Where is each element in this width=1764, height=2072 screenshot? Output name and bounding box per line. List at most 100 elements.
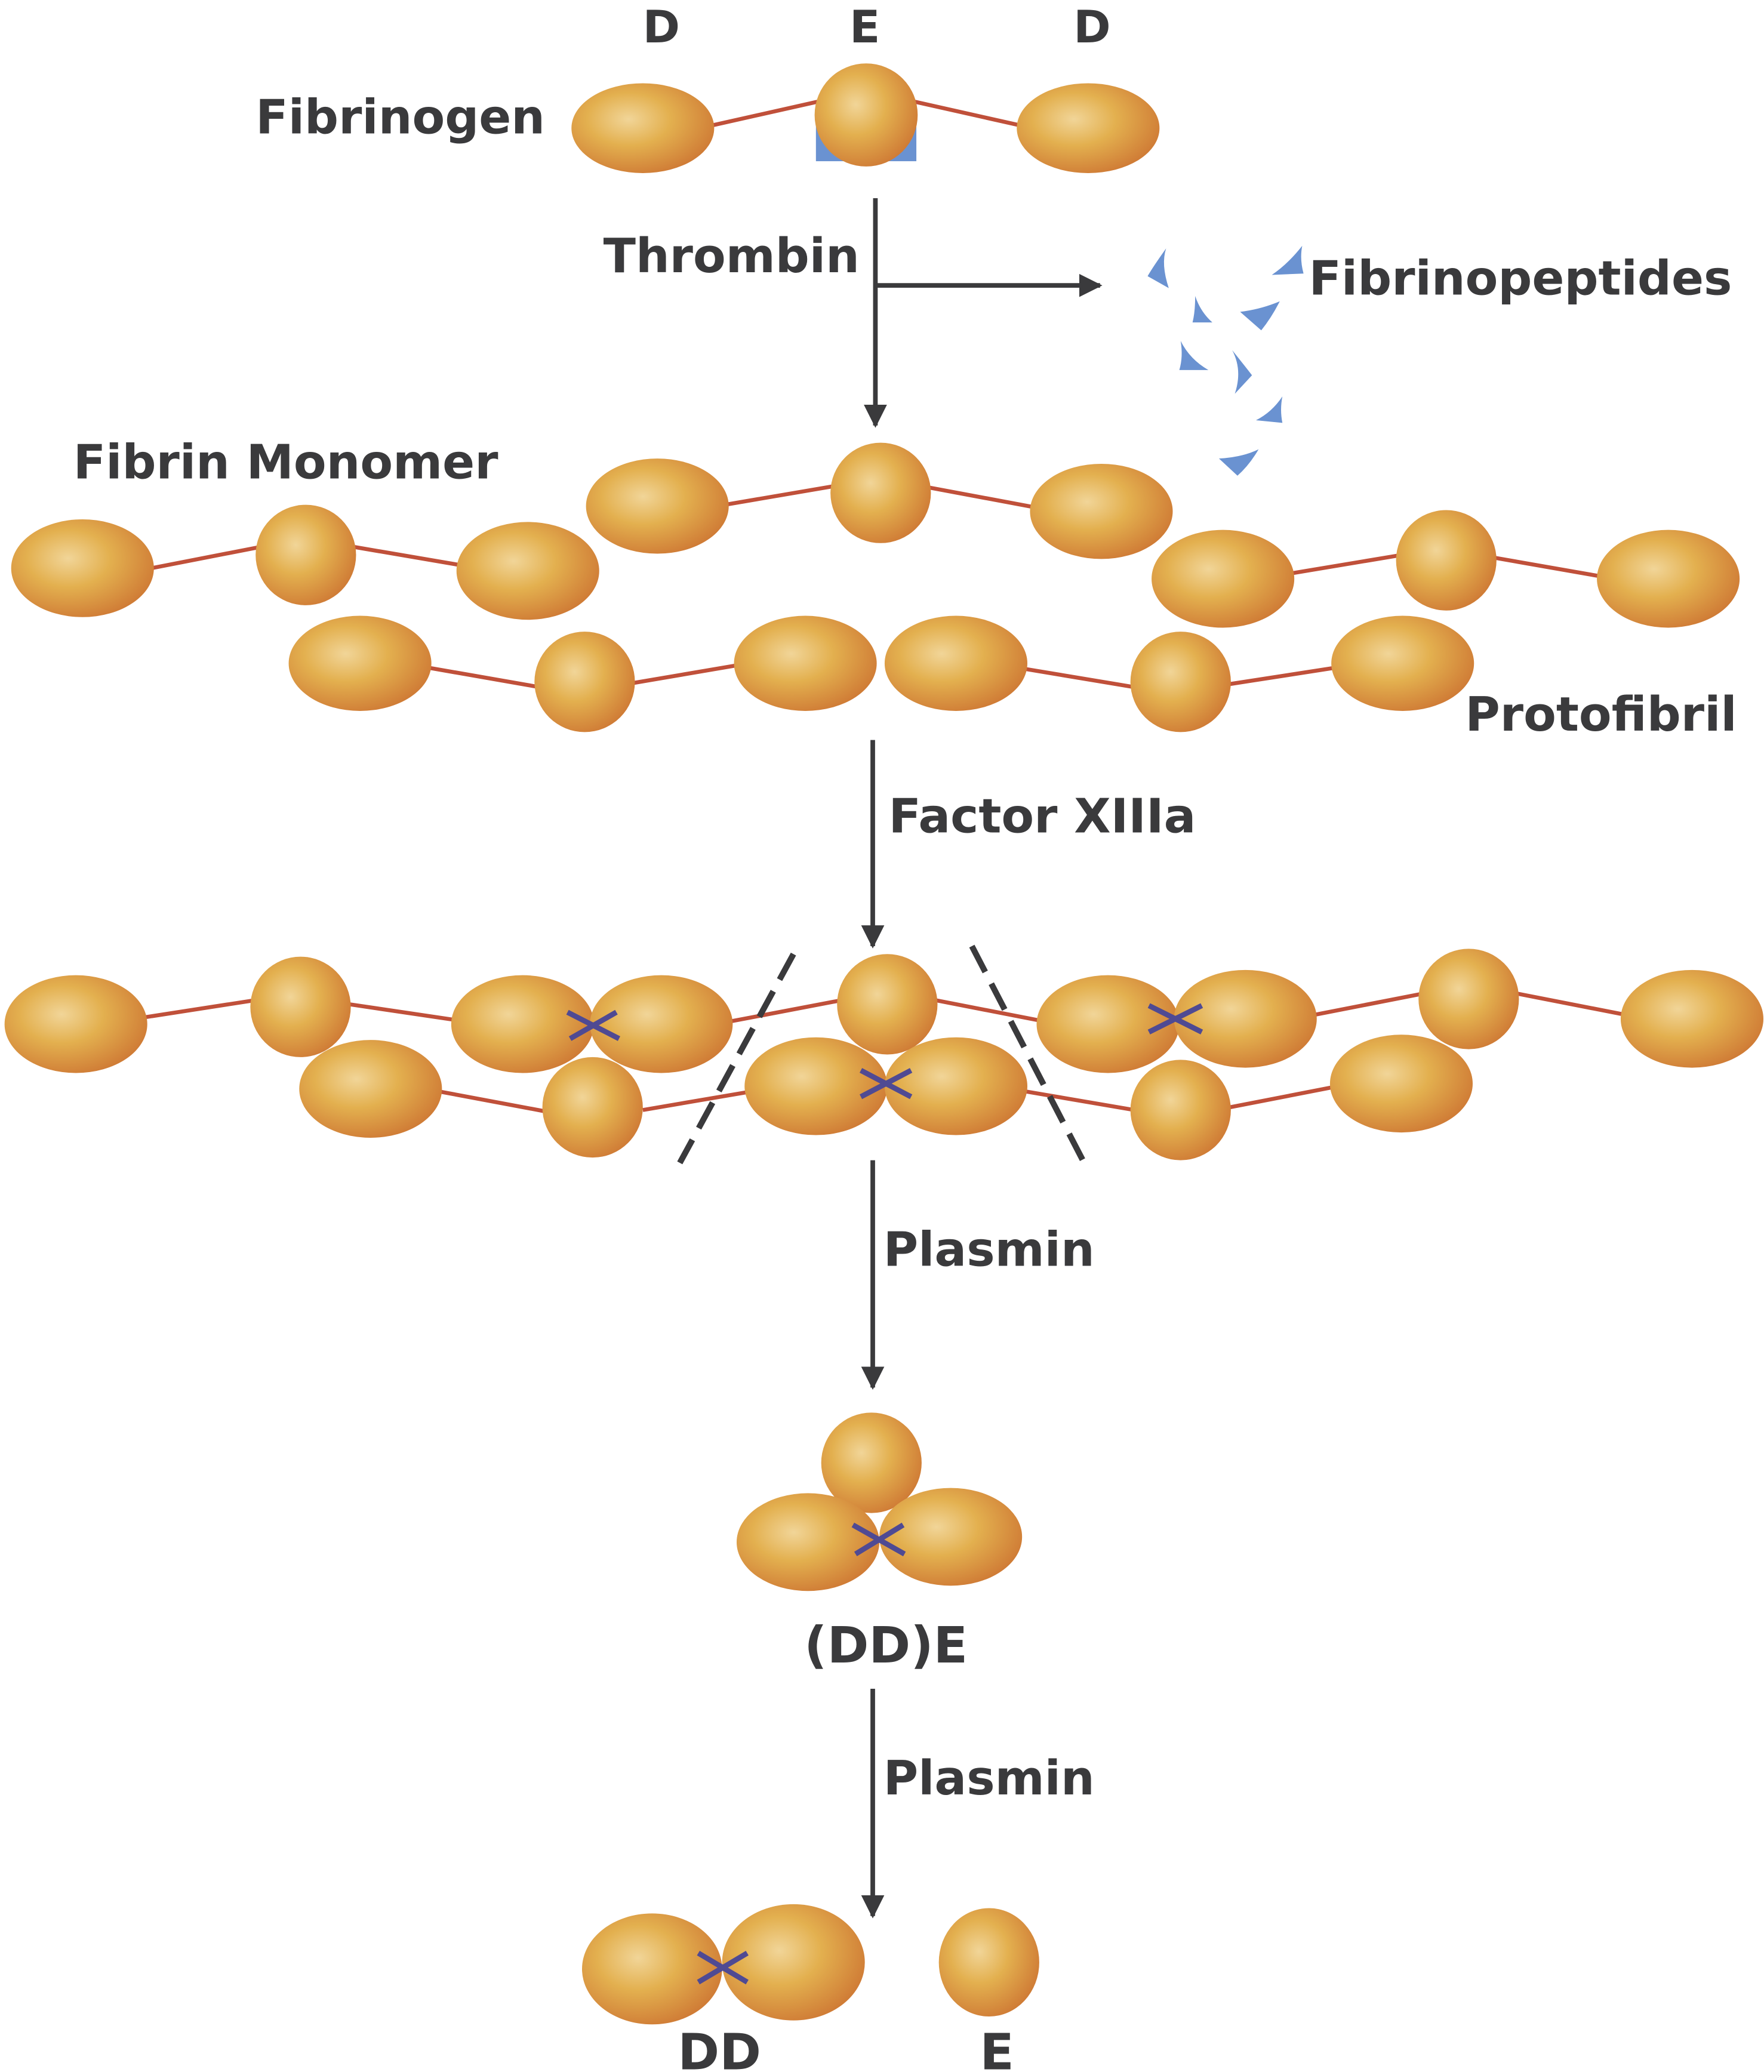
factor-xiiia-step: Factor XIIIa <box>861 740 1196 949</box>
factor-xiiia-label: Factor XIIIa <box>889 789 1196 844</box>
crosslink-icon <box>697 1950 749 1985</box>
fibrinopeptides-label: Fibrinopeptides <box>1309 251 1732 306</box>
fibrinopeptides: Fibrinopeptides <box>1147 245 1732 476</box>
fibrin-monomer-label: Fibrin Monomer <box>73 434 498 489</box>
d-domain <box>299 1040 442 1138</box>
d-domain <box>288 615 432 711</box>
e-domain <box>837 954 938 1055</box>
thrombin-label: Thrombin <box>604 228 860 284</box>
connector <box>915 100 1021 128</box>
e-domain <box>1130 632 1231 732</box>
domain-e-label: E <box>849 1 880 53</box>
e-domain <box>534 632 635 732</box>
connector <box>1026 1089 1135 1112</box>
dd-fragment: DD <box>582 1904 865 2072</box>
d-domain <box>1017 83 1160 173</box>
connector <box>1289 553 1402 575</box>
connector <box>642 1089 752 1112</box>
e-domain <box>250 956 351 1057</box>
fibrinopeptide-icon <box>1218 449 1259 476</box>
d-domain <box>744 1037 888 1135</box>
plasmin-step-1: Plasmin <box>861 1160 1095 1390</box>
d-domain <box>884 615 1028 711</box>
e-domain <box>1418 949 1519 1049</box>
connector <box>1023 666 1135 689</box>
domain-d-right-label: D <box>1073 1 1110 53</box>
fibrinopeptide-icon <box>1147 248 1169 288</box>
e-domain <box>1130 1060 1231 1160</box>
plasmin-step-2: Plasmin <box>861 1689 1095 1919</box>
protofibril-assembly: Fibrin Monomer Protofibril <box>11 434 1740 742</box>
d-domain <box>1152 529 1295 628</box>
connector <box>349 1002 457 1023</box>
connector <box>150 545 260 571</box>
connector <box>632 663 741 685</box>
crosslink-icon <box>851 1522 906 1557</box>
e-domain <box>255 504 356 605</box>
connector <box>1517 992 1627 1017</box>
protofibril-label: Protofibril <box>1465 686 1737 742</box>
d-domain <box>1036 975 1180 1073</box>
connector <box>711 100 818 128</box>
fibrinopeptide-icon <box>1192 295 1212 323</box>
d-domain <box>582 1913 722 2025</box>
plasmin-label-2: Plasmin <box>883 1750 1095 1806</box>
d-domain <box>456 522 599 620</box>
d-domain <box>1620 969 1764 1068</box>
e-domain <box>938 1908 1039 2017</box>
e-domain <box>821 1412 922 1513</box>
d-domain <box>451 975 594 1073</box>
crosslink-icon <box>1147 1003 1203 1035</box>
d-domain <box>1030 463 1173 559</box>
d-domain <box>590 975 733 1073</box>
connector <box>439 1089 546 1113</box>
d-domain <box>879 1488 1023 1586</box>
d-domain <box>734 615 877 711</box>
crosslink-icon <box>566 1009 621 1041</box>
d-domain <box>884 1037 1028 1135</box>
dde-label: (DD)E <box>804 1616 968 1674</box>
crosslinked-fibrin <box>4 944 1764 1165</box>
connector <box>935 998 1045 1024</box>
dd-label: DD <box>678 2023 761 2072</box>
connector <box>143 998 255 1020</box>
cleavage-line-left <box>677 952 796 1165</box>
fibrinopeptide-icon <box>1255 396 1283 423</box>
connector <box>929 485 1036 510</box>
domain-d-left-label: D <box>643 1 680 53</box>
dde-fragment: (DD)E <box>736 1412 1023 1674</box>
d-domain <box>1597 529 1740 628</box>
d-domain <box>586 458 729 554</box>
d-domain <box>1174 969 1317 1068</box>
connector <box>1313 992 1423 1017</box>
d-domain <box>571 83 715 173</box>
d-domain <box>722 1904 865 2021</box>
thrombin-step: Thrombin <box>604 198 1103 428</box>
e-domain <box>542 1057 643 1158</box>
d-domain <box>736 1493 880 1591</box>
connector <box>1226 665 1338 686</box>
d-domain <box>4 975 147 1073</box>
d-domain <box>1331 615 1474 711</box>
e-domain <box>814 63 918 167</box>
connector <box>724 484 834 507</box>
d-domain <box>1329 1035 1473 1133</box>
e-fragment-label: E <box>980 2023 1014 2072</box>
e-fragment: E <box>938 1908 1039 2072</box>
connector <box>729 998 842 1024</box>
connector <box>354 545 464 568</box>
connector <box>1493 555 1600 578</box>
connector <box>1229 1084 1338 1110</box>
fibrinogen-label: Fibrinogen <box>255 90 545 145</box>
fibrinogen-molecule: D E D Fibrinogen <box>255 1 1160 173</box>
crosslink-icon <box>860 1068 913 1100</box>
e-domain <box>830 442 931 543</box>
e-domain <box>1396 510 1497 611</box>
fibrinopeptide-icon <box>1179 341 1209 370</box>
fibrinopeptide-icon <box>1240 301 1280 331</box>
d-domain <box>11 519 154 617</box>
connector <box>426 665 540 689</box>
fibrinopeptide-icon <box>1232 350 1252 394</box>
fibrinopeptide-icon <box>1272 245 1304 275</box>
